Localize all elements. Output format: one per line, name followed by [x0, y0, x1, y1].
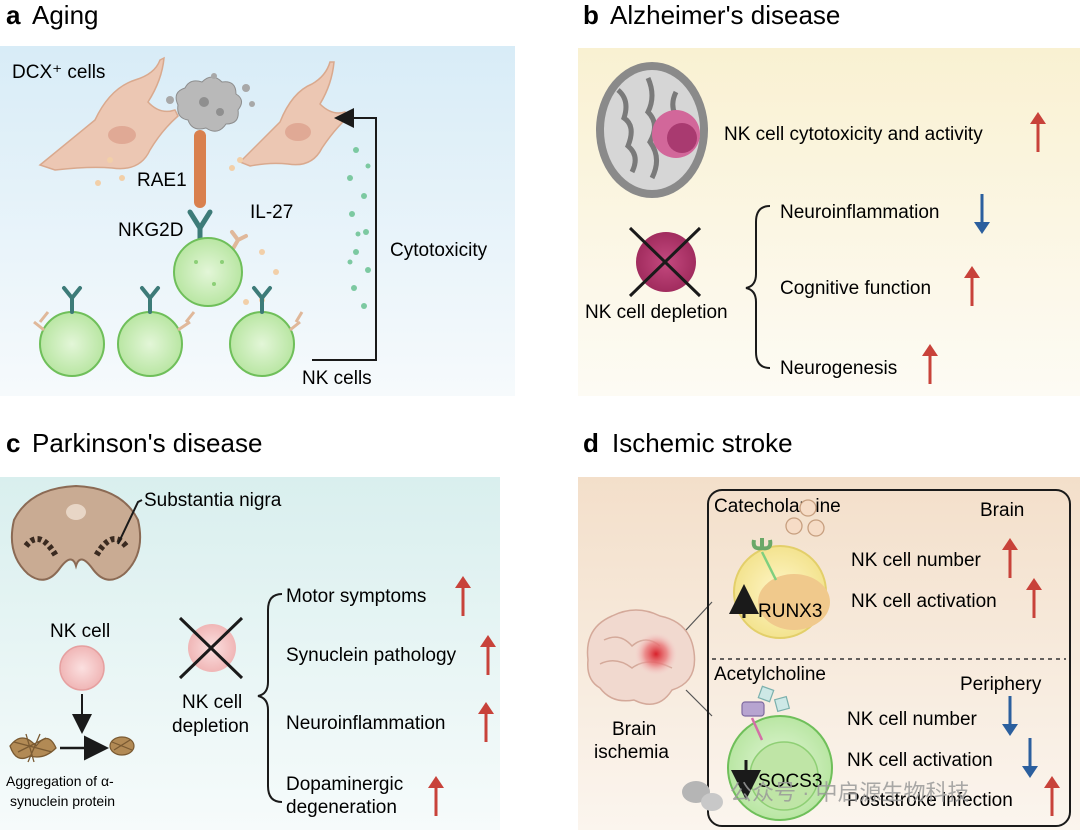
c-outcome-2-label: Neuroinflammation — [286, 713, 445, 734]
c-outcome-1-arrow-up — [480, 635, 496, 675]
c-nk-cell-label: NK cell — [50, 621, 110, 642]
catecholamine-molecules — [785, 499, 825, 537]
cytotoxicity-arrow — [312, 108, 377, 361]
nk-cells-bottom — [33, 286, 304, 377]
acetylcholine-label: Acetylcholine — [714, 664, 826, 685]
panel-b-letter: b — [583, 0, 599, 30]
d-periph-effect-1-label: NK cell activation — [847, 750, 993, 771]
c-outcome-0-arrow-up — [455, 576, 471, 616]
panel-d: d Ischemic stroke Brain ischemia Catecho… — [578, 428, 1080, 830]
brain-nk-cell — [733, 538, 830, 639]
wechat-icon — [682, 781, 723, 811]
aggregation-label-2: synuclein protein — [10, 793, 115, 809]
b-top-effect-label: NK cell cytotoxicity and activity — [724, 124, 983, 145]
b-depletion-label: NK cell depletion — [585, 302, 728, 323]
c-brace — [257, 593, 283, 803]
neuron-debris — [166, 73, 255, 132]
c-depletion-label-2: depletion — [172, 716, 249, 737]
aggregation-label-1: Aggregation of α- — [6, 773, 114, 789]
socs3-label: SOCS3 — [758, 771, 822, 792]
brain-ischemia-icon — [586, 609, 696, 705]
panel-c: c Parkinson's disease Substantia nigra N… — [0, 428, 500, 830]
b-outcome-2-arrow-up — [922, 344, 938, 384]
midbrain-icon — [10, 484, 142, 581]
brain-location-label: Brain — [980, 500, 1024, 521]
rae1-label: RAE1 — [137, 170, 187, 191]
alpha-synuclein-aggregate-small — [109, 736, 135, 756]
c-depleted-cell-icon — [178, 616, 244, 680]
c-nk-cell-icon — [59, 645, 105, 691]
panel-d-title: Ischemic stroke — [612, 428, 793, 458]
b-outcome-0-label: Neuroinflammation — [780, 202, 939, 223]
c-depletion-label-1: NK cell — [182, 692, 242, 713]
brain-ischemia-label-2: ischemia — [594, 742, 669, 763]
il27-label: IL-27 — [250, 202, 293, 223]
cytotoxicity-label: Cytotoxicity — [390, 240, 488, 261]
c-outcome-3-label-1: Dopaminergic — [286, 774, 403, 795]
b-outcome-1-label: Cognitive function — [780, 278, 931, 299]
c-outcome-3-arrow-up — [428, 776, 444, 816]
watermark-text: 公众号 · 中启源生物科技 — [730, 780, 970, 805]
d-brain-effect-0-arrow-up — [1002, 538, 1018, 578]
b-outcome-1-arrow-up — [964, 266, 980, 306]
runx3-label: RUNX3 — [758, 601, 822, 622]
substantia-label: Substantia nigra — [144, 490, 282, 511]
b-outcome-0-arrow-down — [974, 194, 990, 234]
d-outer-box — [707, 489, 1071, 827]
b-top-effect-arrow-up — [1030, 112, 1046, 152]
c-outcome-1-label: Synuclein pathology — [286, 645, 457, 666]
b-brace — [745, 205, 771, 369]
brain-ischemia-label-1: Brain — [612, 719, 656, 740]
watermark: 公众号 · 中启源生物科技 — [682, 780, 970, 811]
brain-section-icon — [596, 62, 708, 198]
periphery-location-label: Periphery — [960, 674, 1042, 695]
panel-c-letter: c — [6, 428, 20, 458]
dcx-neuron-left — [38, 56, 179, 171]
panel-a-title: Aging — [32, 0, 99, 30]
panel-b-title: Alzheimer's disease — [610, 0, 840, 30]
panel-c-title: Parkinson's disease — [32, 428, 262, 458]
c-outcome-0-label: Motor symptoms — [286, 586, 426, 607]
dcx-cells-label: DCX⁺ cells — [12, 62, 105, 83]
panel-b: b Alzheimer's disease NK cell cytotoxici… — [578, 0, 1080, 396]
c-outcome-3-label-2: degeneration — [286, 797, 397, 818]
d-brain-effect-1-label: NK cell activation — [851, 591, 997, 612]
panel-d-letter: d — [583, 428, 599, 458]
nk-cell-central — [173, 237, 243, 307]
d-periph-effect-2-label: Poststroke infection — [847, 790, 1013, 811]
d-periph-effect-1-arrow-down — [1022, 738, 1038, 778]
c-outcome-2-arrow-up — [478, 702, 494, 742]
d-periph-effect-0-arrow-down — [1002, 696, 1018, 736]
nk-depleted-cell-icon — [628, 226, 702, 298]
d-brain-effect-0-label: NK cell number — [851, 550, 982, 571]
d-periph-effect-2-arrow-up — [1044, 776, 1060, 816]
dcx-neuron-right — [238, 61, 348, 167]
acetylcholine-molecules — [757, 685, 791, 713]
d-brain-effect-1-arrow-up — [1026, 578, 1042, 618]
d-periph-effect-0-label: NK cell number — [847, 709, 978, 730]
panel-a-letter: a — [6, 0, 21, 30]
catecholamine-label: Catecholamine — [714, 496, 841, 517]
rae1-ligand — [194, 130, 206, 208]
nkg2d-label: NKG2D — [118, 220, 183, 241]
b-outcome-2-label: Neurogenesis — [780, 358, 897, 379]
alpha-synuclein-aggregate-large — [9, 733, 57, 763]
nk-cells-label: NK cells — [302, 368, 372, 389]
substantia-pointer — [117, 499, 143, 545]
panel-a: a Aging DCX⁺ cells RAE1 NKG2D IL-27 — [0, 0, 515, 396]
cytotoxic-granules — [347, 147, 371, 309]
